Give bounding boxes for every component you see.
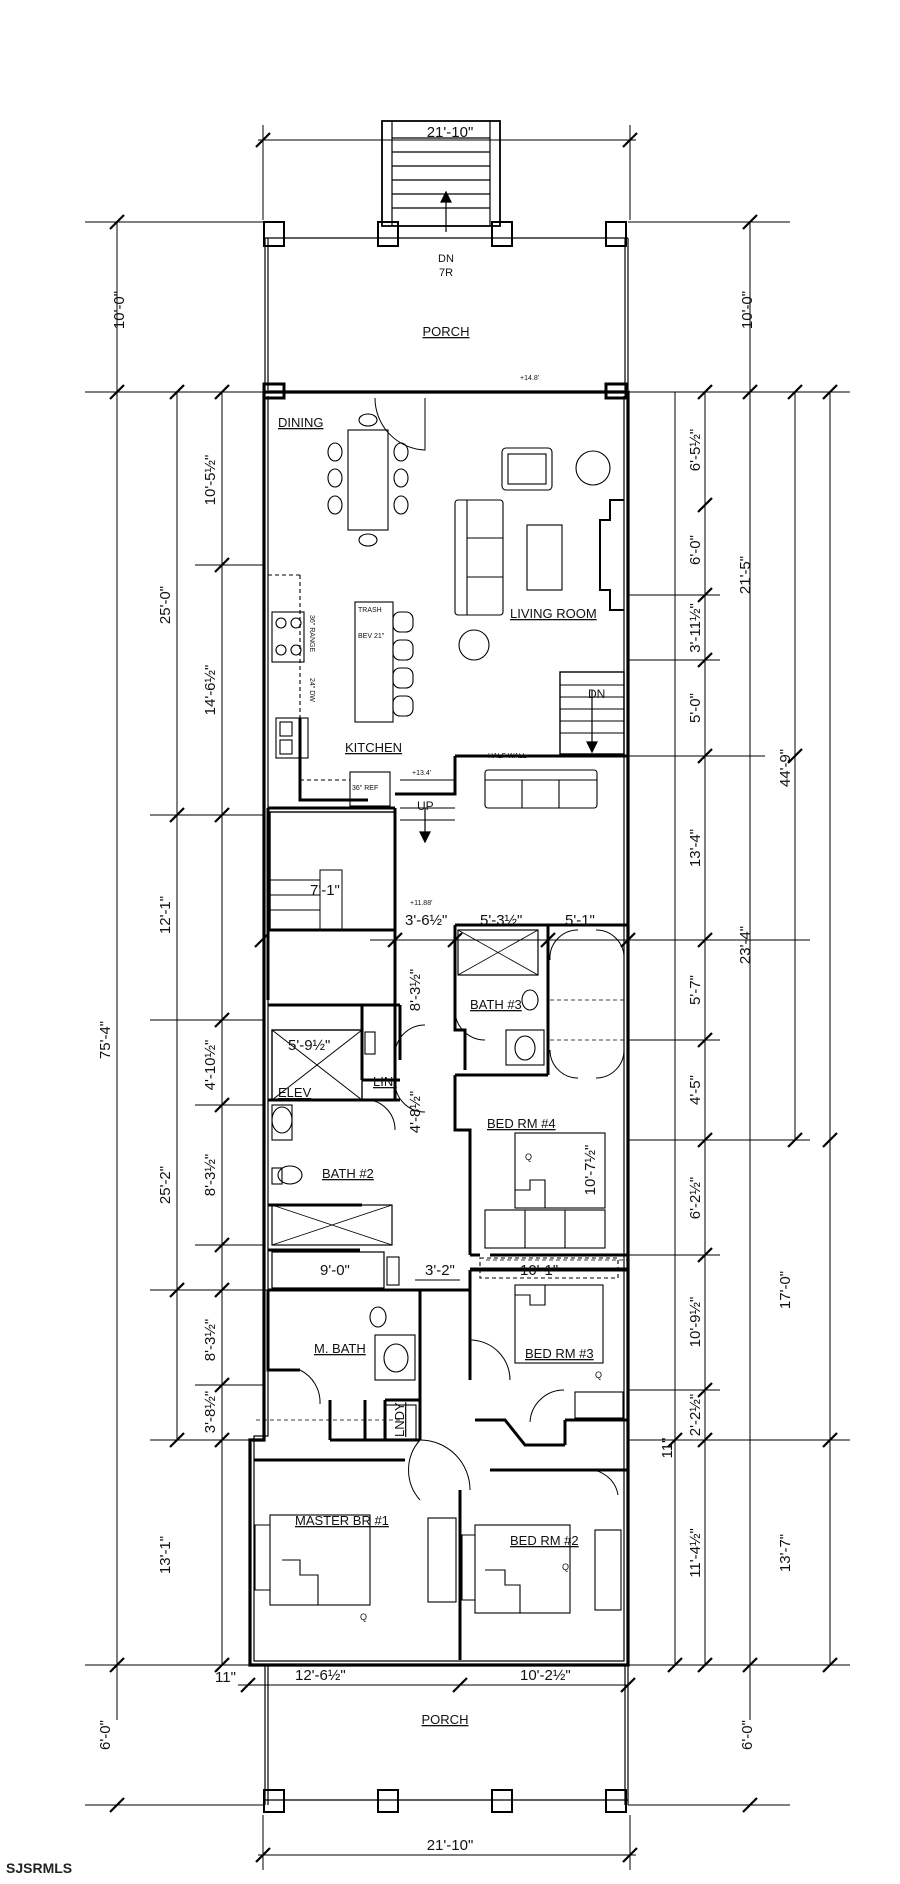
bed-rm-4-label: BED RM #4 [487,1116,556,1131]
bed-4-q: Q [525,1152,532,1162]
dim-porch-top-right: 10'-0" [739,291,756,329]
furniture [254,413,624,1614]
dim-8-3: 8'-3½" [407,969,424,1011]
room-labels: PORCH DINING LIVING ROOM KITCHEN BATH #3… [278,324,597,1727]
stair-arrows [419,190,598,844]
dn-note: DN [438,253,454,265]
dim-stair-section: 12'-1" [157,896,174,934]
dim-right-e: 13'-4" [687,829,704,867]
dim-5-3: 5'-3½" [480,912,522,929]
porch-bottom-label: PORCH [422,1712,469,1727]
dimension-lines [85,125,850,1870]
bed-rm-3-label: BED RM #3 [525,1346,594,1361]
dim-3-6: 3'-6½" [405,912,447,929]
risers-note: 7R [439,267,453,279]
dim-porch-bottom-right: 6'-0" [739,1720,756,1750]
dining-label: DINING [278,415,324,430]
dim-porch-bottom-left: 6'-0" [97,1720,114,1750]
dim-dining: 10'-5½" [202,455,219,506]
bed-2-q: Q [562,1562,569,1572]
dim-right-44: 44'-9" [777,749,794,787]
dim-first-section: 25'-0" [157,586,174,624]
dim-10-2: 10'-2½" [520,1667,571,1684]
dim-right-m: 13'-7" [777,1534,794,1572]
watermark: SJSRMLS [6,1860,73,1876]
up-stair-note: UP [417,799,434,813]
dim-bath-section: 8'-3½" [202,1319,219,1361]
dim-master-section: 13'-1" [157,1536,174,1574]
dim-right-d: 5'-0" [687,693,704,723]
elev-label: ELEV [278,1085,312,1100]
dim-elev: 5'-9½" [288,1037,330,1054]
dim-right-21: 21'-5" [737,556,754,594]
dim-10-7: 10'-7½" [582,1145,599,1196]
dim-kitchen: 14'-6½" [202,665,219,716]
kitchen-label: KITCHEN [345,740,402,755]
elevation-porch-note: +14.8' [520,375,539,382]
dim-total-length: 75'-4" [97,1021,114,1059]
dn-stair-note: DN [588,687,605,701]
half-wall-note: HALF WALL [488,753,527,760]
dim-3-2: 3'-2" [425,1262,455,1279]
bed-rm-2-label: BED RM #2 [510,1533,579,1548]
dim-9-0: 9'-0" [320,1262,350,1279]
lin-label: LIN. [373,1074,397,1089]
dim-right-23: 23'-4" [737,926,754,964]
dim-right-c: 3'-11½" [687,603,704,653]
dim-right-i: 10'-9½" [687,1297,704,1348]
dim-12-6: 12'-6½" [295,1667,346,1684]
dim-right-b: 6'-0" [687,535,704,565]
dimension-text: 21'-10" 21'-10" 10'-0" 10'-0" 10'-5½" 14… [97,124,794,1854]
dim-right-k: 11" [659,1438,676,1459]
dim-stair-7-1: 7'-1" [310,882,340,899]
dim-right-17: 17'-0" [777,1271,794,1309]
porch-top-label: PORCH [423,324,470,339]
elevation-kitchen-note: +13.4' [412,770,431,777]
bath-2-label: BATH #2 [322,1166,374,1181]
dim-right-j: 2'-2½" [687,1394,704,1436]
dim-10-1: 10'-1" [520,1262,558,1279]
bed-3-q: Q [595,1370,602,1380]
master-br-label: MASTER BR #1 [295,1513,389,1528]
m-bath-label: M. BATH [314,1341,366,1356]
dim-top-width: 21'-10" [427,124,474,141]
dim-bottom-width: 21'-10" [427,1837,474,1854]
dim-bath2-section: 8'-3½" [202,1154,219,1196]
lndy-label: LNDY [392,1402,407,1437]
dim-11: 11" [215,1669,236,1686]
range-note: 36" RANGE [308,615,315,652]
dim-4-8: 4'-8½" [407,1091,424,1133]
bath-3-label: BATH #3 [470,997,522,1012]
plan-notes: DN 7R DN UP HALF WALL TRASH BEV 21" 36" … [308,253,605,1622]
bev-note: BEV 21" [358,633,385,640]
master-q: Q [360,1612,367,1622]
dim-right-h: 6'-2½" [687,1177,704,1219]
trash-note: TRASH [358,607,382,614]
ref-note: 36" REF [352,785,378,792]
dim-elev-section: 4'-10½" [202,1040,219,1091]
dim-right-g: 4'-5" [687,1075,704,1105]
dim-second-section: 25'-2" [157,1166,174,1204]
dim-5-1: 5'-1" [565,912,595,929]
elevation-stair-note: +11.88' [410,900,432,907]
walls [248,120,630,1813]
dim-right-a: 6'-5½" [687,429,704,471]
dim-right-f: 5'-7" [687,975,704,1005]
dim-mbath-section: 3'-8½" [202,1391,219,1433]
dw-note: 24" DW [308,678,315,702]
dim-porch-top-left: 10'-0" [111,291,128,329]
living-room-label: LIVING ROOM [510,606,597,621]
dim-right-l: 11'-4½" [687,1528,704,1578]
